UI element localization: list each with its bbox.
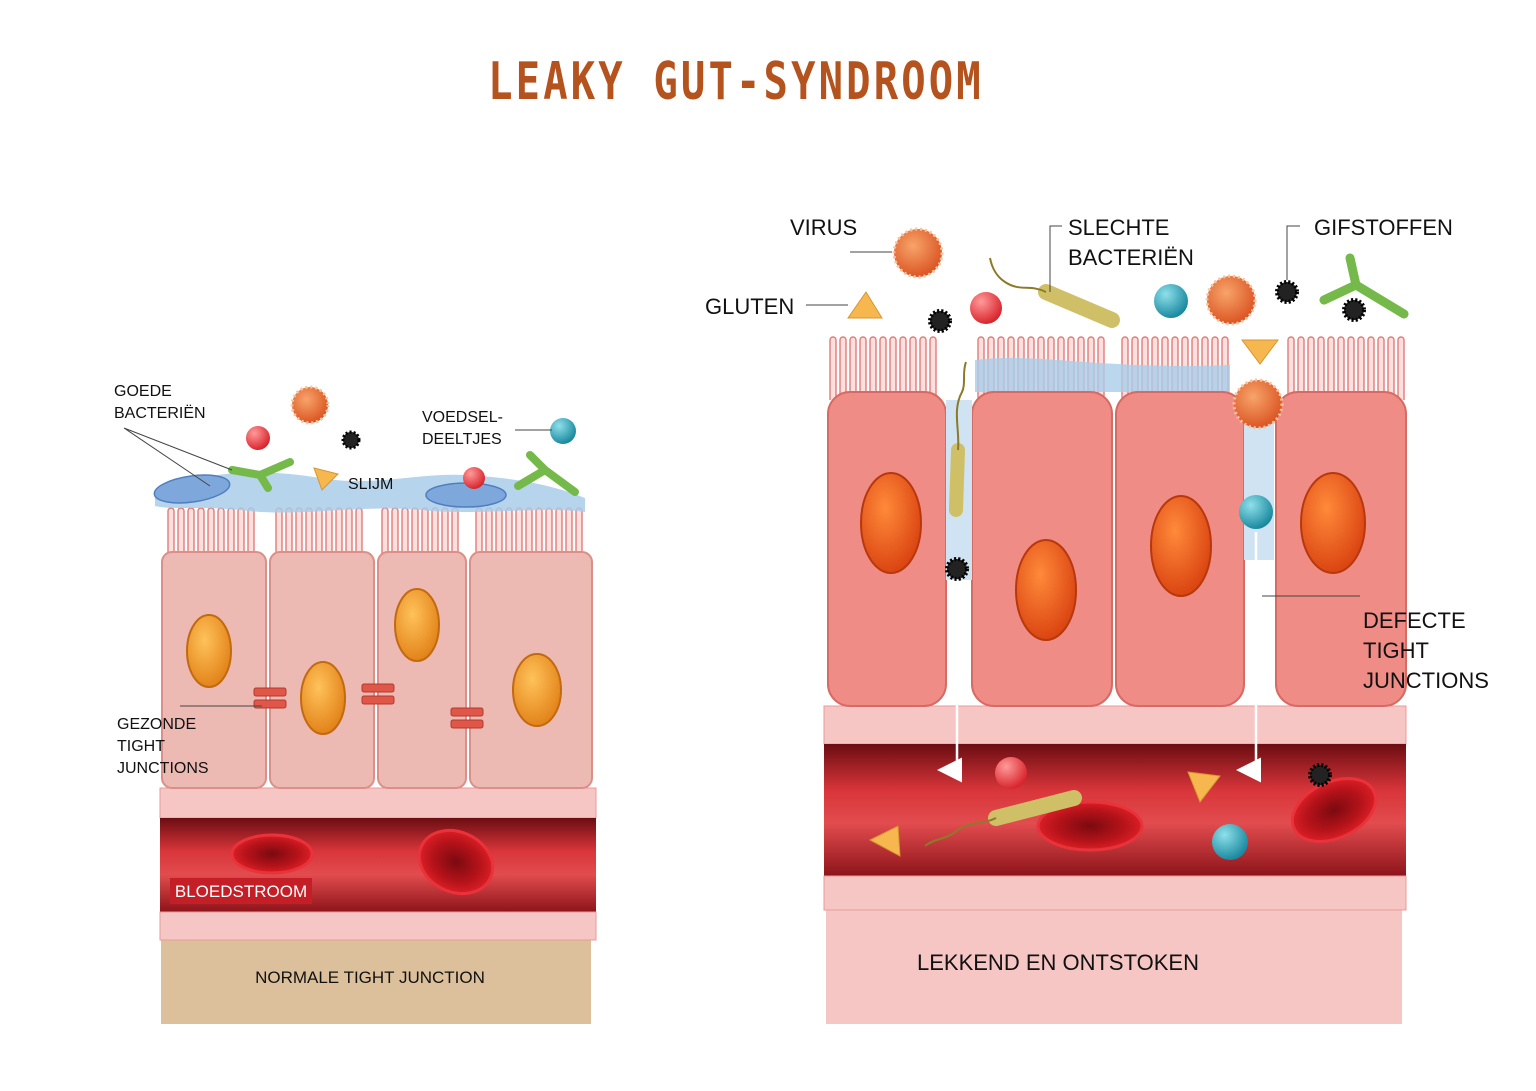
bad-bacterium (1038, 284, 1120, 328)
microvilli (167, 507, 583, 556)
food-particle (1212, 824, 1248, 860)
food-particle (550, 418, 576, 444)
gluten-particle (847, 291, 883, 319)
lamina-layer (161, 940, 591, 1024)
bloodstream-label-box (170, 878, 312, 904)
bacterium-flagellum (989, 257, 1047, 293)
normal-caption: NORMALE TIGHT JUNCTION (255, 968, 485, 987)
bloodstream-label: BLOEDSTROOM (175, 882, 307, 901)
antibody-green (514, 451, 579, 496)
toxins-pointer (1286, 225, 1300, 280)
red-particle (970, 292, 1002, 324)
red-particle (246, 426, 270, 450)
healthy-tj-line: GEZONDE (117, 716, 196, 733)
virus-particle (892, 227, 944, 279)
toxin-particle (928, 309, 952, 333)
gluten-particle (868, 825, 901, 857)
bad-bacteria-line: BACTERIËN (1068, 245, 1194, 270)
defective-tj-line: JUNCTIONS (1363, 668, 1489, 693)
good-bacteria-pointer (123, 427, 233, 487)
food-particle (1154, 284, 1188, 318)
bad-bacteria-pointer (1049, 225, 1062, 292)
toxin-particle (1275, 280, 1299, 304)
good-bacteria-line: BACTERIËN (114, 404, 206, 422)
tissue-band-bottom (159, 911, 597, 941)
healthy-tj-line: TIGHT (117, 738, 165, 755)
cell-nucleus (1300, 472, 1366, 574)
cell-nucleus (1015, 539, 1077, 641)
bad-bacterium (949, 443, 965, 517)
red-blood-cell (417, 828, 495, 896)
virus-particle (1232, 378, 1284, 430)
mucus-layer (975, 357, 1230, 392)
cell-nucleus (1150, 495, 1212, 597)
defective-tj-line: TIGHT (1363, 638, 1429, 663)
red-blood-cell (1036, 800, 1144, 852)
red-particle (463, 467, 485, 489)
toxins-label: GIFSTOFFEN (1314, 215, 1453, 240)
bacterium-flagellum (955, 361, 967, 451)
red-particle (995, 757, 1027, 789)
page-title: LEAKY GUT-SYNDROOM (488, 52, 984, 112)
tissue-band-bottom (823, 875, 1407, 911)
gluten-particle (1241, 339, 1279, 365)
bad-bacteria-label: SLECHTE BACTERIËN (1068, 215, 1194, 270)
virus-label: VIRUS (790, 215, 857, 240)
leaky-panel: LEKKEND EN ONTSTOKEN (705, 215, 1489, 1024)
virus-particle (290, 385, 330, 425)
bad-bacterium (988, 790, 1082, 826)
tissue-band-top (159, 787, 597, 819)
defective-tj-line: DEFECTE (1363, 608, 1466, 633)
gluten-label: GLUTEN (705, 294, 794, 319)
virus-particle (1205, 274, 1257, 326)
bad-bacteria-line: SLECHTE (1068, 215, 1169, 240)
toxin-particle (1308, 763, 1332, 787)
bacterium-flagellum (924, 817, 997, 847)
lamina-layer (826, 908, 1402, 1024)
cell-nucleus (860, 472, 922, 574)
food-particles-label: VOEDSEL- DEELTJES (422, 409, 503, 448)
healthy-tj-line: JUNCTIONS (117, 760, 209, 777)
antibody-green (228, 458, 294, 492)
good-bacteria-line: GOEDE (114, 383, 172, 400)
defective-tj-label: DEFECTE TIGHT JUNCTIONS (1363, 608, 1489, 693)
food-particle (1239, 495, 1273, 529)
good-bacteria-label: GOEDE BACTERIËN (114, 383, 206, 422)
healthy-tight-junctions (253, 683, 484, 729)
cell-nucleus (394, 588, 440, 662)
antibody-green (1319, 253, 1409, 319)
leaky-caption: LEKKEND EN ONTSTOKEN (917, 950, 1199, 975)
healthy-tj-label: GEZONDE TIGHT JUNCTIONS (117, 716, 209, 777)
red-blood-cell (230, 833, 314, 875)
toxin-particle (945, 557, 969, 581)
cell-nucleus (186, 614, 232, 688)
cell-nucleus (512, 653, 562, 727)
toxin-particle (1342, 298, 1366, 322)
food-particles-line: VOEDSEL- (422, 409, 503, 426)
toxin-particle (341, 430, 361, 450)
gluten-particle (313, 467, 339, 491)
microvilli (829, 336, 1405, 400)
good-bacterium (425, 482, 507, 508)
good-bacterium (153, 474, 231, 504)
healthy-panel: NORMALE TIGHT JUNCTION BLOEDSTROOM (114, 383, 597, 1024)
epithelial-cell (377, 551, 467, 789)
cell-nucleus (300, 661, 346, 735)
gluten-particle (1187, 771, 1221, 804)
mucus-label: SLIJM (348, 476, 393, 493)
tissue-band-top (823, 705, 1407, 745)
food-particles-line: DEELTJES (422, 431, 502, 448)
